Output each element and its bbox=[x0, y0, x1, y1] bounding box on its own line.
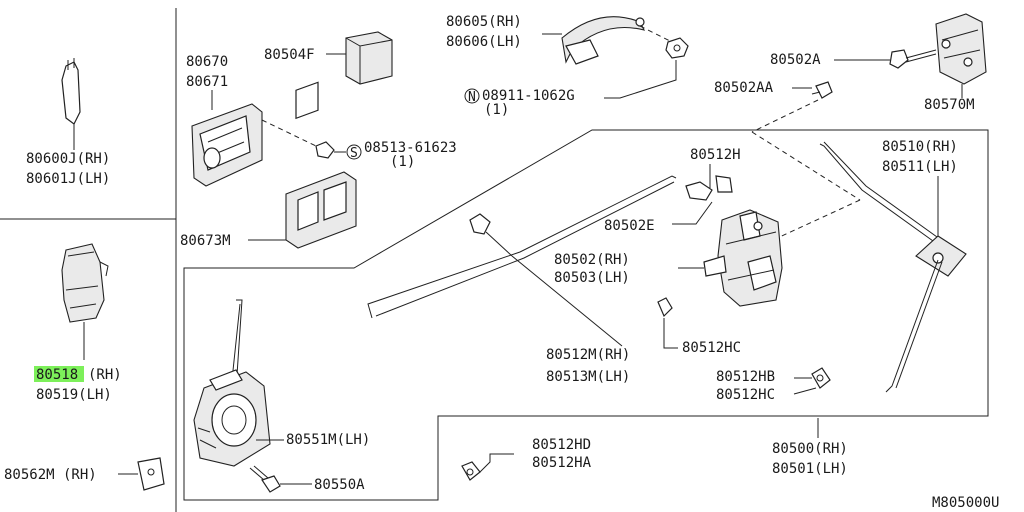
label-80513m: 80513M(LH) bbox=[546, 369, 630, 385]
label-08911: 08911-1062G bbox=[482, 88, 575, 104]
part-80512h-clip[interactable] bbox=[685, 175, 733, 201]
highlight-80518 bbox=[34, 366, 84, 382]
label-80601j: 80601J(LH) bbox=[26, 171, 110, 187]
label-80502e: 80502E bbox=[604, 218, 655, 234]
part-80518-protector[interactable] bbox=[61, 243, 109, 360]
part-rod-clip[interactable] bbox=[469, 213, 513, 257]
main-assembly-frame bbox=[183, 129, 989, 501]
label-80512ha: 80512HA bbox=[532, 455, 592, 471]
n-symbol-ring bbox=[464, 88, 480, 104]
part-80502-door-lock[interactable] bbox=[703, 209, 783, 307]
label-80518-number[interactable]: 80518 bbox=[36, 367, 78, 383]
leader-80512m bbox=[511, 255, 623, 347]
label-80511: 80511(LH) bbox=[882, 159, 958, 175]
label-80510: 80510(RH) bbox=[882, 139, 958, 155]
part-80670-inside-handle[interactable] bbox=[191, 103, 263, 187]
s-symbol: S bbox=[350, 146, 358, 161]
label-80519: 80519(LH) bbox=[36, 387, 112, 403]
label-80670: 80670 bbox=[186, 54, 228, 70]
leader-80512hd bbox=[479, 453, 514, 473]
part-80562m-plate[interactable] bbox=[118, 457, 165, 491]
label-80512hd: 80512HD bbox=[532, 437, 591, 453]
label-80503: 80503(LH) bbox=[554, 270, 630, 286]
label-80502aa: 80502AA bbox=[714, 80, 774, 96]
label-80502a: 80502A bbox=[770, 52, 821, 68]
dash-handle-screw bbox=[261, 119, 317, 147]
diagram-code: M805000U bbox=[932, 495, 999, 511]
label-80606: 80606(LH) bbox=[446, 34, 522, 50]
panel-dividers bbox=[0, 8, 177, 512]
part-80551m-actuator[interactable] bbox=[193, 299, 271, 467]
leader-80512hc-a bbox=[663, 318, 678, 349]
part-80600j-bracket[interactable] bbox=[61, 58, 81, 150]
label-80512m: 80512M(RH) bbox=[546, 347, 630, 363]
label-80500: 80500(RH) bbox=[772, 441, 848, 457]
label-80562m: 80562M (RH) bbox=[4, 467, 97, 483]
part-80512hd-clip[interactable] bbox=[461, 461, 481, 481]
part-80504f-pad[interactable] bbox=[345, 31, 393, 85]
leader-08911 bbox=[604, 60, 677, 99]
part-08911-nut[interactable] bbox=[665, 37, 689, 59]
label-80504f: 80504F bbox=[264, 47, 315, 63]
part-80550a-bolt[interactable] bbox=[249, 465, 281, 493]
label-80550a: 80550A bbox=[314, 477, 365, 493]
dash-frame-a bbox=[751, 131, 861, 201]
label-80512h: 80512H bbox=[690, 147, 741, 163]
part-80502aa-screw[interactable] bbox=[811, 81, 833, 99]
leader-80502e bbox=[672, 201, 713, 225]
part-08513-screw[interactable] bbox=[315, 141, 362, 160]
label-80501: 80501(LH) bbox=[772, 461, 848, 477]
label-80502: 80502(RH) bbox=[554, 252, 630, 268]
part-80512hb-clip[interactable] bbox=[811, 367, 831, 389]
label-80671: 80671 bbox=[186, 74, 228, 90]
label-80512hc-b: 80512HC bbox=[716, 387, 775, 403]
label-08513-qty: (1) bbox=[390, 154, 415, 170]
label-80673m: 80673M bbox=[180, 233, 231, 249]
part-80502a-screw[interactable] bbox=[889, 49, 937, 69]
label-80518-side: (RH) bbox=[88, 367, 122, 383]
label-80551m: 80551M(LH) bbox=[286, 432, 370, 448]
part-80512m-rod[interactable] bbox=[367, 175, 677, 319]
label-80600j: 80600J(RH) bbox=[26, 151, 110, 167]
label-08911-qty: (1) bbox=[484, 102, 509, 118]
dash-80502aa bbox=[751, 99, 819, 133]
leader-80512hc-b bbox=[793, 387, 817, 395]
label-80512hb: 80512HB bbox=[716, 369, 775, 385]
part-80510-rod-bellcrank[interactable] bbox=[819, 141, 967, 393]
part-80512hc-clip-a[interactable] bbox=[657, 297, 673, 318]
label-08513: 08513-61623 bbox=[364, 140, 457, 156]
n-symbol: N bbox=[468, 90, 476, 105]
part-80673m-escutcheon[interactable] bbox=[285, 81, 357, 249]
part-80605-outside-handle[interactable] bbox=[561, 16, 646, 65]
label-80512hc-a: 80512HC bbox=[682, 340, 741, 356]
label-80605: 80605(RH) bbox=[446, 14, 522, 30]
dash-handle-nut bbox=[639, 25, 673, 43]
label-80570m: 80570M bbox=[924, 97, 975, 113]
part-80570m-striker[interactable] bbox=[935, 13, 987, 85]
